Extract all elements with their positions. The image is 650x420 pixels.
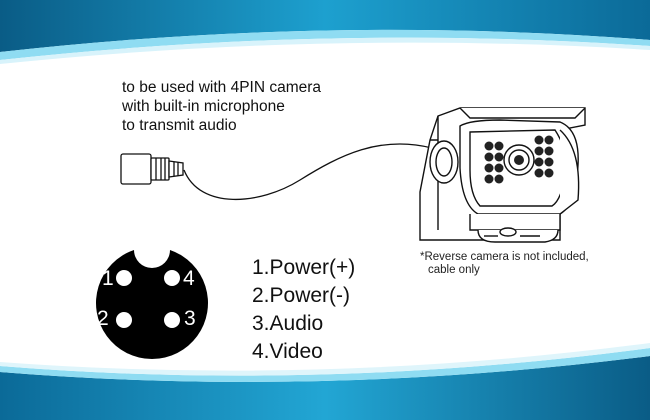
pin-number-3: 3 [184, 307, 196, 330]
pin-assignment-item: 4.Video [252, 340, 323, 363]
description-line: with built-in microphone [122, 98, 285, 115]
note-line: *Reverse camera is not included, [420, 251, 589, 263]
pin-number-1: 1 [102, 267, 114, 290]
pin-assignment-item: 1.Power(+) [252, 256, 356, 279]
description-line: to transmit audio [122, 117, 237, 134]
cable-description: to be used with 4PIN camera with built-i… [122, 78, 321, 135]
pin-assignment-item: 2.Power(-) [252, 284, 351, 307]
pin-number-2: 2 [97, 307, 109, 330]
pin-assignment-item: 3.Audio [252, 312, 324, 335]
cable [183, 143, 433, 201]
cable-plug-icon [120, 153, 184, 185]
4pin-connector-icon [96, 250, 208, 360]
pin-number-4: 4 [183, 267, 195, 290]
note-line: cable only [428, 264, 480, 276]
description-line: to be used with 4PIN camera [122, 79, 322, 96]
camera-note: *Reverse camera is not included, cable o… [420, 251, 589, 277]
pin-assignment-list: 1.Power(+) 2.Power(-) 3.Audio 4.Video [252, 254, 355, 366]
rear-camera-icon [419, 107, 586, 243]
